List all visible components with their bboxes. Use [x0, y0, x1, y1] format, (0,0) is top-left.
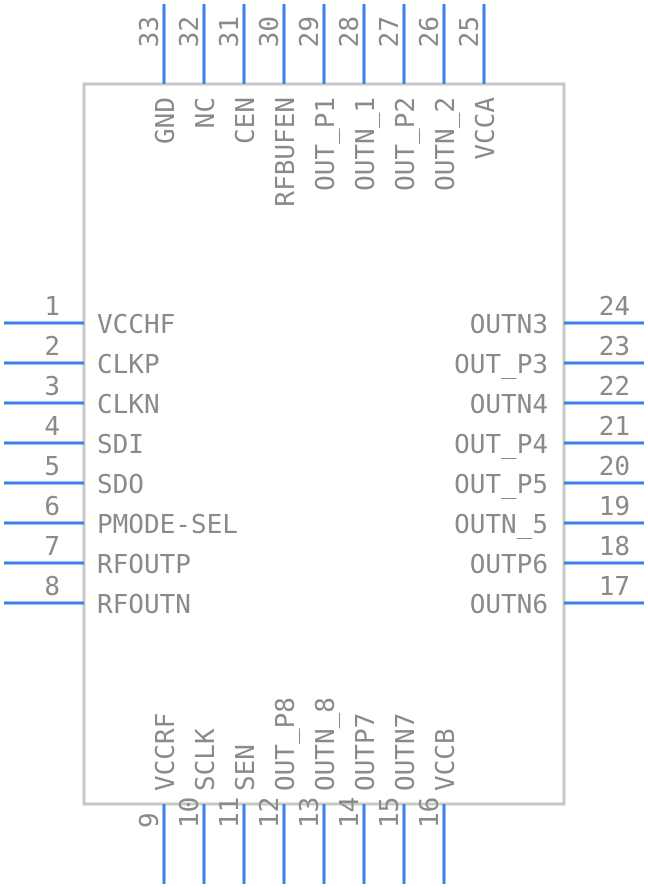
pin-29-number: 29: [295, 16, 325, 47]
pin-25-number: 25: [455, 16, 485, 47]
pin-30-number: 30: [255, 16, 285, 47]
pin-8-number: 8: [44, 572, 60, 602]
pin-25-label: VCCA: [471, 97, 501, 160]
pin-11-label: SEN: [231, 744, 261, 791]
pin-1-label: VCCHF: [97, 310, 175, 340]
pin-5-label: SDO: [97, 470, 144, 500]
pin-12-label: OUT_P8: [271, 697, 301, 791]
pin-21-number: 21: [599, 412, 630, 442]
pin-18-number: 18: [599, 532, 630, 562]
pin-4-label: SDI: [97, 430, 144, 460]
pin-14-number: 14: [335, 797, 365, 828]
pin-23-label: OUT_P3: [454, 350, 548, 380]
pin-9-number: 9: [135, 812, 165, 828]
pin-10-number: 10: [175, 797, 205, 828]
pin-13-number: 13: [295, 797, 325, 828]
pin-31-number: 31: [215, 16, 245, 47]
pin-29-label: OUT_P1: [311, 97, 341, 191]
pin-6-label: PMODE-SEL: [97, 510, 238, 540]
pin-13-label: OUTN_8: [311, 697, 341, 791]
pin-22-number: 22: [599, 372, 630, 402]
pin-26-label: OUTN_2: [431, 97, 461, 191]
ic-body: [82, 82, 566, 806]
pin-16-number: 16: [415, 797, 445, 828]
pin-21-label: OUT_P4: [454, 430, 548, 460]
pin-32-label: NC: [191, 97, 221, 128]
pin-6-number: 6: [44, 492, 60, 522]
pin-28-label: OUTN_1: [351, 97, 381, 191]
pin-14-label: OUTP7: [351, 713, 381, 791]
pin-23-number: 23: [599, 332, 630, 362]
pin-22-label: OUTN4: [470, 390, 548, 420]
pin-16-label: VCCB: [431, 728, 461, 791]
pin-1-number: 1: [44, 292, 60, 322]
pin-18-label: OUTP6: [470, 550, 548, 580]
pin-17-number: 17: [599, 572, 630, 602]
pin-20-label: OUT_P5: [454, 470, 548, 500]
pin-33-label: GND: [151, 97, 181, 144]
pin-12-number: 12: [255, 797, 285, 828]
pin-5-number: 5: [44, 452, 60, 482]
pin-7-number: 7: [44, 532, 60, 562]
pin-9-label: VCCRF: [151, 713, 181, 791]
pin-19-number: 19: [599, 492, 630, 522]
pin-32-number: 32: [175, 16, 205, 47]
pin-8-label: RFOUTN: [97, 590, 191, 620]
pin-30-label: RFBUFEN: [271, 97, 301, 207]
pin-3-label: CLKN: [97, 390, 160, 420]
pin-17-label: OUTN6: [470, 590, 548, 620]
pin-24-number: 24: [599, 292, 630, 322]
pin-2-label: CLKP: [97, 350, 160, 380]
pin-31-label: CEN: [231, 97, 261, 144]
pin-28-number: 28: [335, 16, 365, 47]
pin-33-number: 33: [135, 16, 165, 47]
pin-15-number: 15: [375, 797, 405, 828]
pin-26-number: 26: [415, 16, 445, 47]
pin-20-number: 20: [599, 452, 630, 482]
pin-7-label: RFOUTP: [97, 550, 191, 580]
pin-11-number: 11: [215, 797, 245, 828]
pin-27-number: 27: [375, 16, 405, 47]
pin-15-label: OUTN7: [391, 713, 421, 791]
pin-3-number: 3: [44, 372, 60, 402]
pin-27-label: OUT_P2: [391, 97, 421, 191]
pin-4-number: 4: [44, 412, 60, 442]
pin-10-label: SCLK: [191, 728, 221, 791]
pin-24-label: OUTN3: [470, 310, 548, 340]
pin-19-label: OUTN_5: [454, 510, 548, 540]
pin-2-number: 2: [44, 332, 60, 362]
